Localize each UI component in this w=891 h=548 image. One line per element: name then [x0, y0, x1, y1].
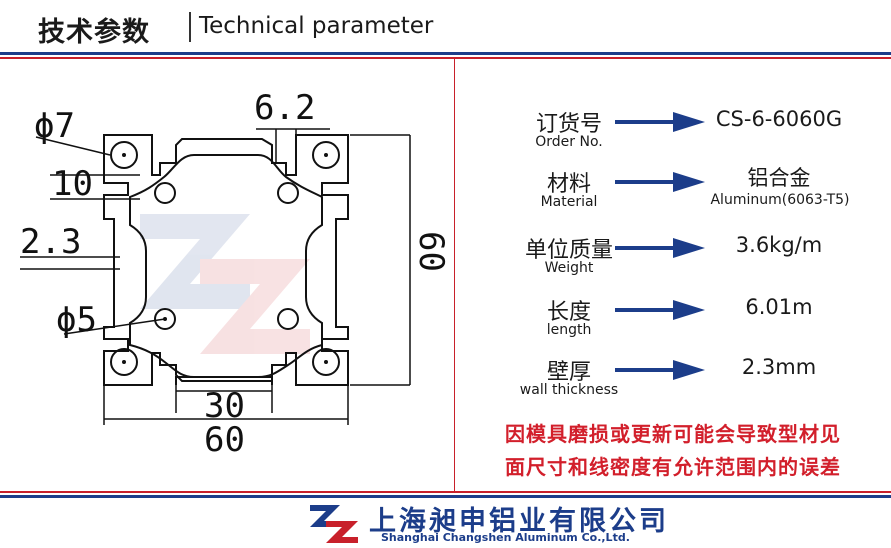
note-line-1: 因模具磨损或更新可能会导致型材见 [505, 422, 841, 446]
dim-10: 10 [52, 164, 93, 204]
spec-value-sub: Aluminum(6063-T5) [710, 192, 850, 208]
note-line-2: 面尺寸和线密度有允许范围内的误差 [505, 455, 841, 479]
arrow-right-icon [615, 112, 705, 132]
spec-label-en: length [546, 322, 592, 338]
spec-row-length: 长度 length 6.01m [455, 290, 891, 348]
spec-label-cn: 订货号 [535, 112, 602, 137]
header: 技术参数 Technical parameter [0, 0, 891, 52]
arrow-right-icon [615, 238, 705, 258]
title-en: Technical parameter [199, 13, 434, 39]
spec-row-material: 材料 Material 铝合金 Aluminum(6063-T5) [455, 162, 891, 220]
spec-row-wall-thickness: 壁厚 wall thickness 2.3mm [455, 350, 891, 408]
dim-30: 30 [204, 386, 245, 426]
spec-value: 6.01m [745, 295, 813, 319]
bottom-blue-rule [0, 495, 891, 498]
vertical-separator [454, 59, 455, 491]
spec-row-weight: 单位质量 Weight 3.6kg/m [455, 228, 891, 286]
dim-phi5: ϕ5 [56, 300, 97, 340]
arrow-right-icon [615, 360, 705, 380]
bottom-slot [175, 376, 273, 385]
hole-centers [122, 153, 328, 364]
top-red-rule [0, 57, 891, 59]
spec-label-cn: 单位质量 [524, 238, 613, 263]
dim-2-3: 2.3 [20, 222, 81, 262]
dim-6-2: 6.2 [254, 88, 315, 128]
spec-label-en: Material [540, 194, 598, 210]
spec-value: 铝合金 [747, 166, 811, 190]
top-blue-rule [0, 52, 891, 55]
spec-value: 2.3mm [741, 355, 817, 379]
bottom-red-rule [0, 491, 891, 493]
dim-phi7: ϕ7 [34, 106, 75, 146]
company-logo-icon [310, 505, 358, 543]
spec-label-cn: 材料 [546, 172, 591, 197]
spec-value: 3.6kg/m [735, 233, 823, 257]
company-name-cn: 上海昶申铝业有限公司 [369, 506, 669, 537]
spec-label-cn: 壁厚 [546, 360, 591, 385]
spec-label-cn: 长度 [546, 300, 591, 325]
dim-60-horizontal: 60 [204, 420, 245, 460]
dim-60-vertical: 60 [411, 231, 451, 272]
title-divider [189, 12, 191, 42]
watermark-logo [140, 214, 310, 354]
title-cn: 技术参数 [38, 17, 150, 48]
profile-drawing: ϕ7 6.2 10 2.3 60 ϕ5 30 60 [20, 88, 451, 460]
company-name-en: Shanghai Changshen Aluminum Co.,Ltd. [381, 531, 630, 544]
arrow-right-icon [615, 172, 705, 192]
spec-label-en: Weight [544, 260, 594, 276]
spec-label-en: Order No. [535, 134, 603, 150]
spec-value: CS-6-6060G [715, 107, 843, 131]
spec-row-order: 订货号 Order No. CS-6-6060G [455, 102, 891, 160]
spec-label-en: wall thickness [519, 382, 619, 398]
arrow-right-icon [615, 300, 705, 320]
dimension-lines [20, 128, 411, 425]
